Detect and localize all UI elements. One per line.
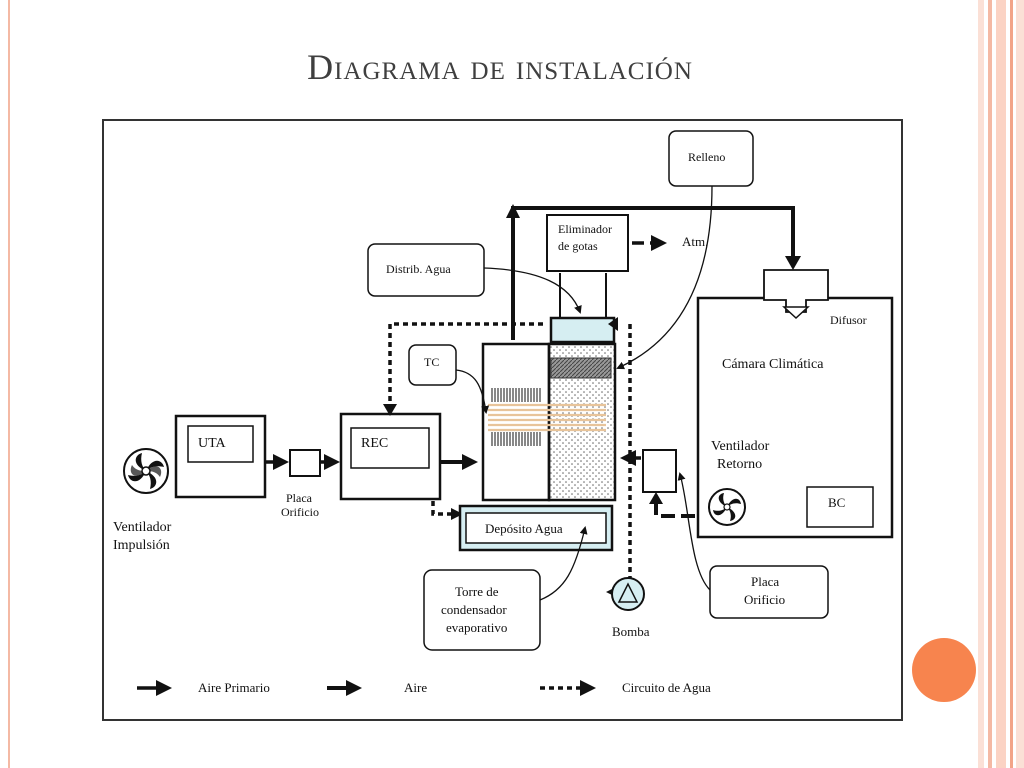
ventilador-retorno-label-2: Retorno [717,457,762,472]
uta-inner [187,425,254,463]
condenser-tubes [488,403,606,432]
placa-left-label-2: Orificio [281,505,319,519]
tc-callout [408,344,457,386]
atm-label: Atm. [682,234,708,249]
torre-label-3: evaporativo [446,620,507,635]
placa-left-label-1: Placa [286,491,313,505]
bc-label: BC [828,495,845,510]
ventilador-impulsion-label-1: Ventilador [113,520,172,535]
eliminador-label-2: de gotas [558,239,598,253]
relleno-block [550,357,612,379]
bc-box [806,486,874,528]
right-accent-stripes [978,0,1024,768]
torre-label-1: Torre de [455,584,499,599]
tc-label: TC [424,355,439,369]
placa-right-label-2: Orificio [744,592,785,607]
distrib-agua-box [549,316,616,344]
aire-primario-loop [511,206,795,340]
ventilador-impulsion-label-2: Impulsión [113,538,170,553]
distrib-agua-label: Distrib. Agua [386,262,451,276]
difusor-label: Difusor [830,313,867,327]
deposito-label: Depósito Agua [485,521,563,536]
uta-label: UTA [198,436,227,451]
torre-left-section [481,342,551,502]
camara-label: Cámara Climática [722,357,824,372]
relleno-callout [668,130,754,187]
bomba-label: Bomba [612,624,650,639]
legend: Aire Primario Aire Circuito de Agua [137,680,711,696]
eliminador-label-1: Eliminador [558,222,612,236]
torre-callout [423,569,541,651]
return-fan-icon [708,488,746,526]
placa-right-callout [709,565,829,619]
legend-aire-primario: Aire Primario [198,680,270,695]
slide-title: Diagrama de instalación [307,47,693,87]
tc-coil-lines [491,388,541,446]
orange-accent-dot [912,638,976,702]
legend-circuito-agua: Circuito de Agua [622,680,711,695]
distrib-agua-callout [367,243,485,297]
supply-fan-icon [123,448,169,494]
left-accent-line [8,0,10,768]
eliminador-box [546,214,629,272]
placa-orificio-right-box [642,449,677,493]
torre-label-2: condensador [441,602,507,617]
rec-inner [350,427,430,469]
relleno-label: Relleno [688,150,725,164]
placa-orificio-left-box [289,449,321,477]
difusor-icon [763,269,829,313]
ventilador-retorno-label-1: Ventilador [711,439,770,454]
placa-right-label-1: Placa [751,574,779,589]
rec-label: REC [361,436,388,451]
legend-aire: Aire [404,680,427,695]
